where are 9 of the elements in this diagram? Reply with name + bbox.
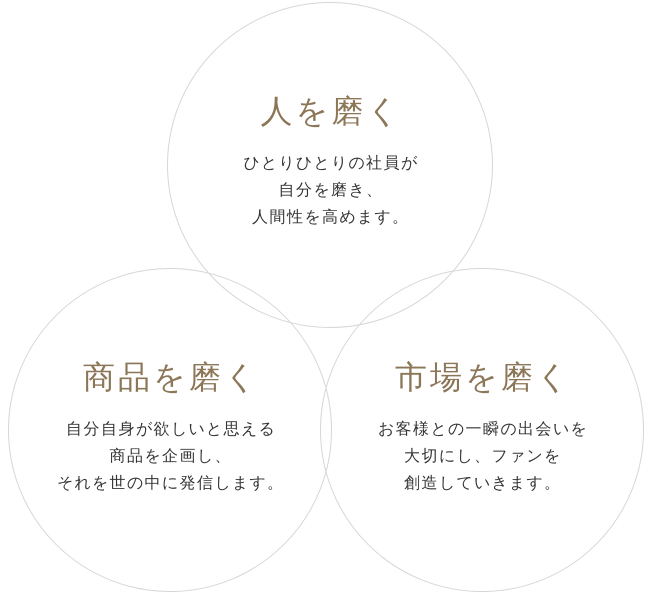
venn-circle bbox=[167, 2, 493, 328]
venn-circle bbox=[320, 268, 644, 592]
circle-description: 自分自身が欲しいと思える商品を企画し、それを世の中に発信します。 bbox=[56, 418, 284, 494]
circle-heading: 商品を磨く bbox=[82, 358, 260, 396]
circle-description: お客様との一瞬の出会いを大切にし、ファンを創造していきます。 bbox=[376, 418, 588, 494]
circle-description: ひとりひとりの社員が自分を磨き、人間性を高めます。 bbox=[242, 152, 418, 228]
circle-heading: 人を磨く bbox=[260, 92, 402, 130]
circle-heading: 市場を磨く bbox=[394, 358, 572, 396]
venn-circle bbox=[8, 268, 332, 592]
